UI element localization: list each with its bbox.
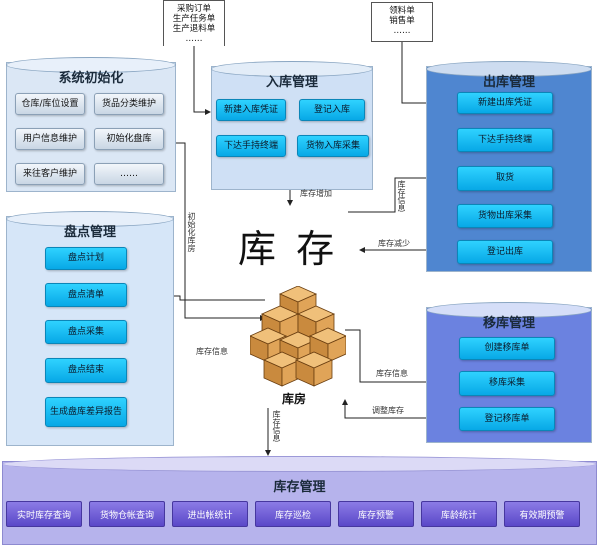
- label-adjust-stock: 调整库存: [372, 406, 404, 415]
- outbound-title: 出库管理: [482, 75, 535, 90]
- warehouse-boxes-icon: [249, 285, 347, 390]
- out-send-handheld-button[interactable]: 下达手持终端: [457, 128, 553, 152]
- inbound-title: 入库管理: [265, 75, 318, 90]
- purchase-docs: 采购订单 生产任务单 生产退料单 ……: [163, 0, 225, 46]
- create-transfer-button[interactable]: 创建移库单: [459, 337, 555, 360]
- register-transfer-button[interactable]: 登记移库单: [459, 407, 555, 431]
- init-panel: 系统初始化 仓库/库位设置 货品分类维护 用户信息维护 初始化盘库 来往客户维护…: [6, 57, 176, 192]
- init-title: 系统初始化: [58, 71, 124, 86]
- inbound-collect-button[interactable]: 货物入库采集: [297, 135, 369, 157]
- doc-line: 销售单: [389, 16, 415, 26]
- user-info-button[interactable]: 用户信息维护: [15, 128, 85, 150]
- inspection-button[interactable]: 库存巡检: [255, 501, 331, 527]
- stock-mgmt-title: 库存管理: [273, 480, 326, 495]
- label-stock-decrease: 库存减少: [378, 239, 410, 248]
- more-button[interactable]: ……: [94, 163, 164, 185]
- transfer-title: 移库管理: [482, 316, 535, 331]
- label-stock-info-top: 库存信息: [397, 180, 406, 212]
- stock-big-label: 库 存: [238, 227, 339, 271]
- doc-line: 采购订单: [176, 4, 211, 14]
- label-init-warehouse: 初始化库房: [187, 212, 196, 252]
- inventory-panel: 盘点管理 盘点计划 盘点清单 盘点采集 盘点结束 生成盘库差异报告: [6, 211, 174, 446]
- register-inbound-button[interactable]: 登记入库: [299, 99, 365, 121]
- new-outbound-voucher-button[interactable]: 新建出库凭证: [457, 92, 553, 114]
- inbound-panel: 入库管理 新建入库凭证 登记入库 下达手持终端 货物入库采集: [211, 61, 373, 190]
- expiry-alert-button[interactable]: 有效期预警: [504, 501, 580, 527]
- outbound-collect-button[interactable]: 货物出库采集: [457, 204, 553, 228]
- inout-stat-button[interactable]: 进出帐统计: [172, 501, 248, 527]
- init-stock-button[interactable]: 初始化盘库: [94, 128, 164, 150]
- age-stat-button[interactable]: 库龄统计: [421, 501, 497, 527]
- realtime-query-button[interactable]: 实时库存查询: [6, 501, 82, 527]
- ledger-query-button[interactable]: 货物仓帐查询: [89, 501, 165, 527]
- new-inbound-voucher-button[interactable]: 新建入库凭证: [216, 99, 286, 121]
- diff-report-button[interactable]: 生成盘库差异报告: [45, 397, 127, 427]
- doc-line: 生产任务单: [172, 14, 216, 24]
- register-outbound-button[interactable]: 登记出库: [457, 240, 553, 264]
- transfer-collect-button[interactable]: 移库采集: [459, 371, 555, 396]
- label-stock-info-bottom: 库存信息: [272, 410, 281, 442]
- doc-line: ……: [393, 26, 411, 36]
- category-maintain-button[interactable]: 货品分类维护: [94, 93, 164, 115]
- warehouse-location-button[interactable]: 仓库/库位设置: [15, 93, 85, 115]
- label-stock-increase: 库存增加: [300, 189, 332, 198]
- doc-line: ……: [185, 34, 203, 44]
- count-plan-button[interactable]: 盘点计划: [45, 247, 127, 270]
- send-handheld-button[interactable]: 下达手持终端: [216, 135, 286, 157]
- label-stock-info-right: 库存信息: [376, 369, 408, 378]
- warehouse-label: 库房: [282, 392, 307, 406]
- count-end-button[interactable]: 盘点结束: [45, 358, 127, 383]
- label-stock-info-left: 库存信息: [196, 347, 228, 356]
- doc-line: 领料单: [389, 6, 415, 16]
- stock-mgmt-panel: 库存管理 实时库存查询 货物仓帐查询 进出帐统计 库存巡检 库存预警 库龄统计 …: [2, 456, 597, 545]
- count-collect-button[interactable]: 盘点采集: [45, 320, 127, 344]
- transfer-panel: 移库管理 创建移库单 移库采集 登记移库单: [426, 302, 592, 443]
- stock-alert-button[interactable]: 库存预警: [338, 501, 414, 527]
- customer-maintain-button[interactable]: 来往客户维护: [15, 163, 85, 185]
- count-list-button[interactable]: 盘点清单: [45, 283, 127, 307]
- inventory-title: 盘点管理: [63, 225, 116, 240]
- doc-line: 生产退料单: [172, 24, 216, 34]
- pick-goods-button[interactable]: 取货: [457, 166, 553, 191]
- sales-docs: 领料单 销售单 ……: [371, 2, 433, 42]
- outbound-panel: 出库管理 新建出库凭证 下达手持终端 取货 货物出库采集 登记出库: [426, 61, 592, 272]
